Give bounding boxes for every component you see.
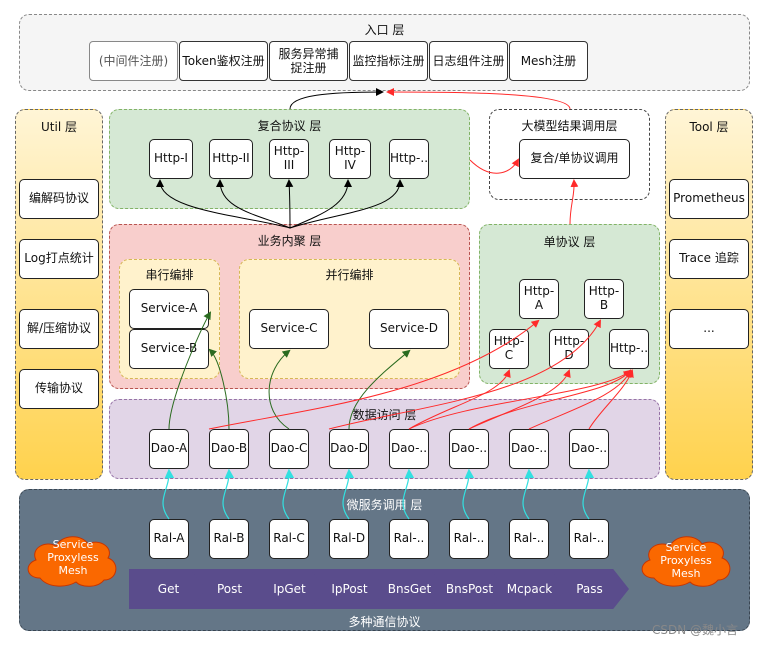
tool-layer-title: Tool 层 (689, 120, 729, 134)
parallel-orchestration-title: 并行编排 (325, 268, 374, 282)
ral-d: Ral-D (329, 519, 369, 559)
entry-layer-title: 入口 层 (364, 23, 405, 37)
mesh-cloud-right (641, 536, 731, 587)
business-layer-title: 业务内聚 层 (257, 234, 322, 248)
composite-http-2: Http-II (209, 139, 253, 179)
protocol-get: Get (129, 569, 208, 609)
micro-layer-title: 微服务调用 层 (346, 498, 423, 512)
ral-more-4: Ral-.. (569, 519, 609, 559)
tool-item-trace: Trace 追踪 (669, 239, 749, 279)
ral-b: Ral-B (209, 519, 249, 559)
mesh-label-left: Service Proxyless Mesh (47, 538, 99, 578)
single-http-c: Http-C (489, 329, 529, 369)
service-c: Service-C (249, 309, 329, 349)
composite-http-1: Http-I (149, 139, 193, 179)
ral-a: Ral-A (149, 519, 189, 559)
ral-more-2: Ral-.. (449, 519, 489, 559)
dao-c: Dao-C (269, 429, 309, 469)
single-http-b: Http-B (584, 279, 624, 319)
service-d: Service-D (369, 309, 449, 349)
tool-item-prometheus: Prometheus (669, 179, 749, 219)
dao-more-2: Dao-.. (449, 429, 489, 469)
single-layer-title: 单协议 层 (543, 235, 596, 249)
llm-layer-title: 大模型结果调用层 (521, 119, 618, 133)
util-layer-title: Util 层 (41, 120, 77, 134)
ral-more-3: Ral-.. (509, 519, 549, 559)
dao-d: Dao-D (329, 429, 369, 469)
composite-layer-title: 复合协议 层 (257, 119, 322, 133)
single-http-d: Http-D (549, 329, 589, 369)
composite-http-3: Http-III (269, 139, 309, 179)
dao-b: Dao-B (209, 429, 249, 469)
mesh-cloud-left (27, 536, 117, 587)
service-a: Service-A (129, 289, 209, 329)
ral-more-1: Ral-.. (389, 519, 429, 559)
ral-c: Ral-C (269, 519, 309, 559)
single-http-more: Http-.. (609, 329, 649, 369)
single-http-a: Http-A (519, 279, 559, 319)
entry-tab-middleware: (中间件注册) (89, 41, 178, 81)
util-item-compression: 解/压缩协议 (19, 309, 99, 349)
util-item-transport: 传输协议 (19, 369, 99, 409)
util-item-codec: 编解码协议 (19, 179, 99, 219)
entry-tab-logging: 日志组件注册 (429, 41, 508, 81)
util-layer: Util 层 (15, 109, 103, 480)
composite-http-4: Http-IV (329, 139, 371, 179)
composite-http-more: Http-.. (389, 139, 429, 179)
llm-call-node: 复合/单协议调用 (519, 139, 630, 179)
dao-more-1: Dao-.. (389, 429, 429, 469)
watermark: CSDN @魏小言 (652, 623, 739, 637)
entry-tab-monitoring: 监控指标注册 (349, 41, 428, 81)
arrow-llm-to-entry (386, 88, 571, 110)
mesh-label-right: Service Proxyless Mesh (660, 541, 712, 581)
micro-layer-footer: 多种通信协议 (348, 615, 421, 629)
tool-layer: Tool 层 (665, 109, 753, 480)
service-b: Service-B (129, 329, 209, 369)
entry-tab-token-auth: Token鉴权注册 (179, 41, 268, 81)
dao-more-4: Dao-.. (569, 429, 609, 469)
dao-more-3: Dao-.. (509, 429, 549, 469)
util-item-log-stats: Log打点统计 (19, 239, 99, 279)
dao-a: Dao-A (149, 429, 189, 469)
serial-orchestration-title: 串行编排 (145, 268, 194, 282)
tool-item-more: ... (669, 309, 749, 349)
entry-tab-mesh: Mesh注册 (509, 41, 588, 81)
arrow-composite-to-entry (289, 88, 384, 110)
entry-tab-exception-capture: 服务异常捕捉注册 (269, 41, 348, 81)
data-layer-title: 数据访问 层 (352, 408, 417, 422)
